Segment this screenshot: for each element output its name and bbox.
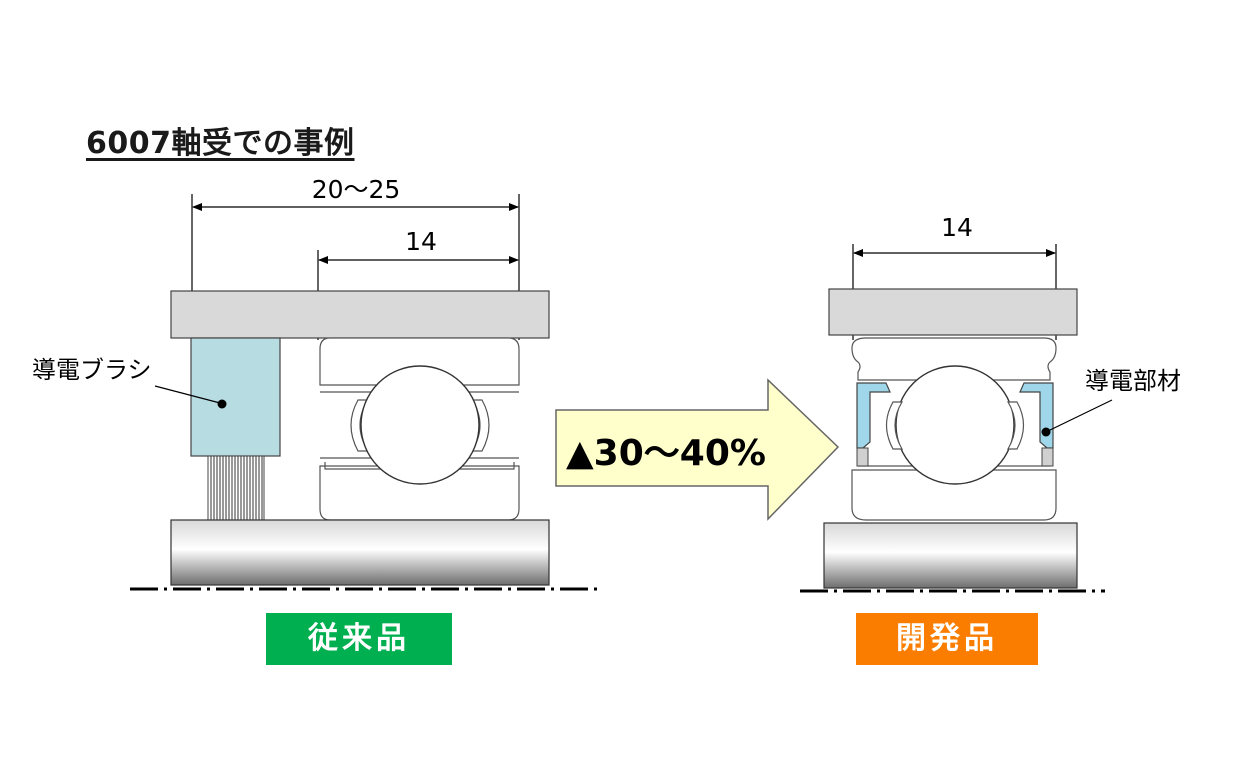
leader-dot bbox=[1041, 427, 1051, 437]
developed-badge: 開発品 bbox=[856, 613, 1038, 665]
leader-line bbox=[1047, 399, 1113, 432]
dimension-label-inner: 14 bbox=[405, 227, 437, 256]
leader-dot bbox=[217, 399, 227, 409]
page-title: 6007軸受での事例 bbox=[86, 126, 355, 161]
conductive-member-left bbox=[856, 382, 891, 467]
reduction-label: ▲30～40% bbox=[566, 433, 766, 474]
housing-plate bbox=[828, 288, 1078, 336]
conductive-brush bbox=[190, 337, 281, 457]
dimension-label-outer: 20～25 bbox=[312, 175, 401, 204]
brush-bristles bbox=[207, 455, 265, 521]
conductive-member-right bbox=[1019, 382, 1054, 467]
bearing-conventional bbox=[319, 337, 520, 521]
member-label: 導電部材 bbox=[1085, 367, 1181, 395]
reduction-arrow: ▲30～40% bbox=[555, 378, 840, 521]
conventional-assembly: 20～25 14 導電ブラシ bbox=[32, 175, 600, 591]
bearing-developed bbox=[851, 337, 1057, 521]
housing-plate bbox=[170, 290, 550, 339]
shaft-base bbox=[823, 522, 1078, 589]
brush-label: 導電ブラシ bbox=[32, 356, 152, 384]
dimension-label: 14 bbox=[941, 213, 973, 242]
shaft-base bbox=[170, 519, 550, 586]
conventional-badge: 従来品 bbox=[266, 613, 452, 665]
leader-line bbox=[154, 385, 221, 404]
developed-assembly: 14 導電部材 bbox=[800, 213, 1181, 593]
